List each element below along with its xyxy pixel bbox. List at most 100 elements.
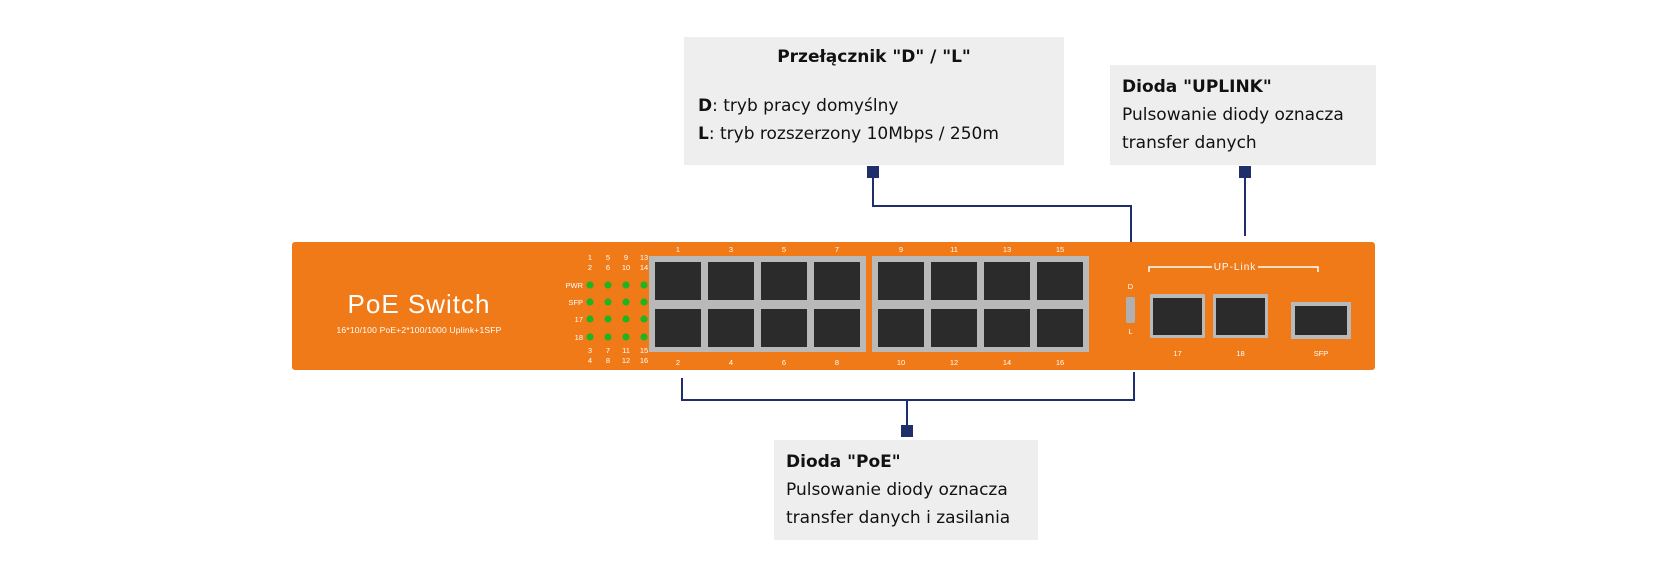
led-column-number: 7	[606, 346, 610, 355]
rj45-port-latch	[1170, 335, 1185, 338]
rj45-port-latch	[830, 300, 844, 303]
dl-switch-label-d: D	[1128, 282, 1134, 291]
device-brand: PoE Switch	[347, 289, 491, 319]
status-led	[586, 315, 594, 323]
rj45-port	[1213, 294, 1268, 338]
callout-poe-line1: Pulsowanie diody oznacza	[786, 480, 1008, 500]
led-column-number: 16	[640, 356, 648, 365]
rj45-port	[1034, 258, 1086, 303]
rj45-port	[705, 305, 757, 350]
rj45-port-socket	[1037, 262, 1083, 300]
callout-uplink-title: Dioda "UPLINK"	[1122, 77, 1272, 97]
port-number: 12	[950, 358, 958, 367]
rj45-port-socket	[878, 309, 924, 347]
uplink-port-number: 18	[1236, 349, 1244, 358]
port-number: 13	[1003, 245, 1011, 254]
rj45-port	[928, 305, 980, 350]
callout-poe-led: Dioda "PoE" Pulsowanie diody oznacza tra…	[774, 440, 1038, 540]
rj45-port-latch	[1233, 335, 1248, 338]
rj45-port	[1150, 294, 1205, 338]
rj45-port	[875, 305, 927, 350]
port-number: 10	[897, 358, 905, 367]
port-number: 8	[835, 358, 839, 367]
rj45-port-latch	[724, 347, 738, 350]
uplink-bracket-left	[1148, 266, 1212, 272]
rj45-port-socket	[814, 309, 860, 347]
status-led	[604, 281, 612, 289]
status-led	[640, 281, 648, 289]
rj45-port-latch	[1000, 347, 1014, 350]
rj45-port-socket	[1037, 309, 1083, 347]
rj45-port-socket	[761, 262, 807, 300]
led-column-number: 12	[622, 356, 630, 365]
led-column-number: 2	[588, 263, 592, 272]
rj45-port-socket	[708, 262, 754, 300]
rj45-port-socket	[1153, 298, 1202, 335]
rj45-port-socket	[761, 309, 807, 347]
led-column-number: 15	[640, 346, 648, 355]
status-led	[586, 281, 594, 289]
led-column-number: 1	[588, 253, 592, 262]
led-row-label: SFP	[568, 298, 583, 307]
rj45-port	[981, 305, 1033, 350]
port-number: 1	[676, 245, 680, 254]
port-number: 7	[835, 245, 839, 254]
dl-switch-connector-end	[867, 166, 879, 178]
rj45-port-latch	[724, 300, 738, 303]
poe-connector-end	[901, 425, 913, 437]
status-led	[622, 281, 630, 289]
status-led	[640, 333, 648, 341]
rj45-port-latch	[947, 300, 961, 303]
status-led	[622, 298, 630, 306]
status-led	[622, 315, 630, 323]
port-number: 6	[782, 358, 786, 367]
status-led	[604, 315, 612, 323]
callout-dl-switch-title: Przełącznik "D" / "L"	[777, 47, 971, 67]
rj45-port	[652, 305, 704, 350]
rj45-port	[811, 305, 863, 350]
callout-dl-switch-line-d: D: tryb pracy domyślny	[698, 92, 1050, 120]
mode-d-text: : tryb pracy domyślny	[712, 96, 899, 116]
led-column-number: 10	[622, 263, 630, 272]
rj45-port-latch	[830, 347, 844, 350]
status-led	[640, 298, 648, 306]
rj45-port-latch	[777, 347, 791, 350]
rj45-port-latch	[947, 347, 961, 350]
rj45-port-socket	[708, 309, 754, 347]
rj45-port	[875, 258, 927, 303]
led-column-number: 13	[640, 253, 648, 262]
rj45-port-latch	[777, 300, 791, 303]
callout-uplink-line1: Pulsowanie diody oznacza	[1122, 105, 1344, 125]
port-number: 4	[729, 358, 733, 367]
dl-mode-switch	[1126, 297, 1135, 323]
status-led	[622, 333, 630, 341]
port-number: 14	[1003, 358, 1011, 367]
rj45-port-socket	[814, 262, 860, 300]
port-number: 2	[676, 358, 680, 367]
led-column-number: 9	[624, 253, 628, 262]
status-led	[640, 315, 648, 323]
callout-dl-switch-line-l: L: tryb rozszerzony 10Mbps / 250m	[698, 120, 1050, 148]
rj45-port	[705, 258, 757, 303]
uplink-label: UP-Link	[1214, 262, 1257, 273]
sfp-slot	[1295, 306, 1347, 335]
rj45-port-socket	[878, 262, 924, 300]
sfp-label: SFP	[1314, 349, 1329, 358]
rj45-port-latch	[894, 300, 908, 303]
uplink-bracket-right	[1258, 266, 1319, 272]
led-column-number: 6	[606, 263, 610, 272]
rj45-port-socket	[931, 309, 977, 347]
port-number: 11	[950, 245, 958, 254]
mode-l-key: L	[698, 124, 709, 144]
port-number: 15	[1056, 245, 1064, 254]
led-row-label: 17	[575, 315, 583, 324]
rj45-port-socket	[655, 262, 701, 300]
callout-poe-title: Dioda "PoE"	[786, 452, 901, 472]
rj45-port	[811, 258, 863, 303]
rj45-port	[981, 258, 1033, 303]
port-number: 9	[899, 245, 903, 254]
led-column-number: 14	[640, 263, 648, 272]
status-led	[604, 298, 612, 306]
rj45-port	[758, 305, 810, 350]
poe-bracket	[681, 372, 1135, 401]
